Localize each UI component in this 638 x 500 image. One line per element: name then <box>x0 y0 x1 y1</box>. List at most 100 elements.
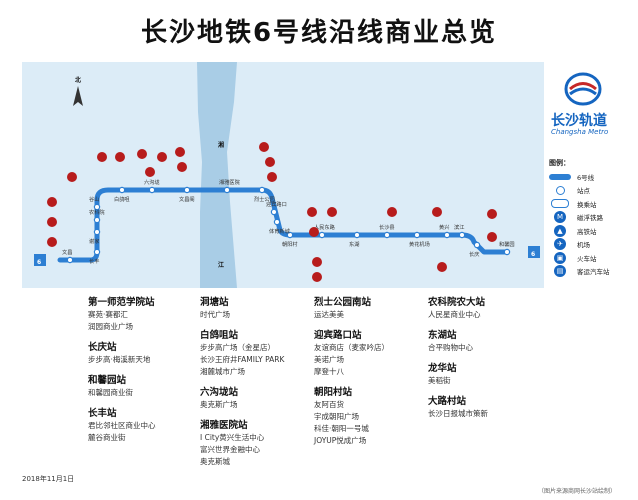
station-name: 长庆站 <box>88 342 117 353</box>
poi-marker <box>432 207 442 217</box>
poi-marker <box>157 152 167 162</box>
station-block: 龙华站美稻街 <box>428 360 488 387</box>
station-marker <box>93 203 101 211</box>
mall-name: 君比邻社区商业中心 <box>88 421 156 430</box>
mall-name: 友阿百货 <box>314 400 344 409</box>
station-markers: 文昌谢家谷山白鸽咀六沟垅文昌阁湘雅医院烈士公园迎宾路口朝阳村人民东路东湖长沙县黄… <box>62 178 515 265</box>
poi-marker <box>487 209 497 219</box>
station-label: 和馨园 <box>499 240 515 248</box>
station-name: 龙华站 <box>428 363 457 374</box>
poi-marker <box>327 207 337 217</box>
legend-label: 磁浮铁路 <box>577 214 603 223</box>
poi-marker <box>115 152 125 162</box>
station-name: 六沟垅站 <box>200 387 239 398</box>
poi-marker <box>437 262 447 272</box>
mall-name: 友谊商店（麦家吟店） <box>314 343 389 352</box>
image-credit: （图片来源商网长沙站绘制） <box>538 488 617 495</box>
mall-name: 长沙王府井FAMILY PARK <box>200 355 285 364</box>
poi-marker <box>67 172 77 182</box>
station-label: 体育新城 <box>269 227 291 235</box>
poi-marker <box>145 167 155 177</box>
station-marker <box>118 186 126 194</box>
station-name: 大路村站 <box>428 396 467 407</box>
poi-marker <box>307 207 317 217</box>
line-badge-east <box>528 246 540 258</box>
line-6-icon <box>549 172 571 182</box>
line-badge-east-label: 6 <box>531 251 535 258</box>
poi-marker <box>312 272 322 282</box>
station-name: 和馨园站 <box>88 375 127 386</box>
mall-name: 美诺广场 <box>314 355 344 364</box>
station-marker <box>383 231 391 239</box>
poi-markers <box>47 142 497 282</box>
mall-name: 摩登十八 <box>314 367 344 376</box>
station-column: 农科院农大站人民星商业中心东湖站合平购物中心龙华站美稻街大路村站长沙日报城市策新 <box>428 294 488 426</box>
north-arrow-icon: 北 <box>73 76 83 106</box>
mall-name: 时代广场 <box>200 310 230 319</box>
mall-name: 奥克斯广场 <box>200 400 238 409</box>
station-name: 朝阳村站 <box>314 387 353 398</box>
footer-date: 2018年11月1日 <box>22 475 75 483</box>
poi-marker <box>259 142 269 152</box>
station-label: 文昌 <box>62 248 72 256</box>
mall-name: 合平购物中心 <box>428 343 473 352</box>
station-name: 湘雅医院站 <box>200 420 248 431</box>
mall-name: 赛苑·赛都汇 <box>88 310 128 319</box>
legend-label: 换乘站 <box>577 200 597 209</box>
legend-label: 高铁站 <box>577 227 597 236</box>
legend-item: ▲ 高铁站 <box>549 224 635 238</box>
river-label-1: 湘 <box>218 141 224 149</box>
poi-marker <box>47 237 57 247</box>
station-block: 烈士公园南站运达美美 <box>314 294 389 321</box>
station-label: 烈士公园 <box>254 195 275 203</box>
poi-marker <box>267 172 277 182</box>
station-label: 朝阳村 <box>282 240 298 248</box>
station-marker <box>503 248 511 256</box>
station-block: 长庆站步步高·梅溪新天地 <box>88 339 156 366</box>
station-marker <box>258 186 266 194</box>
airport-icon: ✈ <box>549 238 571 251</box>
station-block: 东湖站合平购物中心 <box>428 327 488 354</box>
mall-name: 步步高广场（金星店） <box>200 343 275 352</box>
poi-marker <box>177 162 187 172</box>
mall-name: 长沙日报城市策新 <box>428 409 488 418</box>
station-marker <box>353 231 361 239</box>
metro-map: 湘 江 北 6 6 文昌谢家谷山白鸽咀六沟垅文昌阁湘雅医院烈士公园迎宾路口朝阳村… <box>22 62 544 288</box>
legend-item: M 磁浮铁路 <box>549 211 635 225</box>
station-name: 第一师范学院站 <box>88 297 155 308</box>
legend-label: 客运汽车站 <box>577 268 610 277</box>
station-marker <box>413 231 421 239</box>
line-badge-west-label: 6 <box>37 259 41 266</box>
station-label: 农科院 <box>89 208 105 216</box>
station-marker <box>223 186 231 194</box>
mall-name: 润园商业广场 <box>88 322 133 331</box>
poi-marker <box>97 152 107 162</box>
station-name: 东湖站 <box>428 330 457 341</box>
station-marker <box>286 231 294 239</box>
mall-name: 和馨园商业街 <box>88 388 133 397</box>
line-badge-west <box>34 254 46 266</box>
station-marker <box>93 248 101 256</box>
mall-name: 宇成朝阳广场 <box>314 412 359 421</box>
legend-item: 站点 <box>549 184 635 198</box>
station-label: 谢家 <box>89 237 99 245</box>
mall-name: 运达美美 <box>314 310 344 319</box>
mall-name: JOYUP悦成广场 <box>314 436 367 445</box>
station-block: 长丰站君比邻社区商业中心麓谷商业街 <box>88 405 156 444</box>
poi-marker <box>137 149 147 159</box>
legend-item: 换乘站 <box>549 197 635 211</box>
mall-name: 美稻街 <box>428 376 451 385</box>
station-marker <box>93 216 101 224</box>
map-canvas: 湘 江 北 6 6 文昌谢家谷山白鸽咀六沟垅文昌阁湘雅医院烈士公园迎宾路口朝阳村… <box>34 62 540 288</box>
station-column: 第一师范学院站赛苑·赛都汇润园商业广场长庆站步步高·梅溪新天地和馨园站和馨园商业… <box>88 294 156 450</box>
station-label: 黄花机场 <box>409 240 430 248</box>
legend: 图例： 6号线 站点 换乘站 M 磁浮铁路 ▲ 高铁站 ✈ 机场 ▣ 火车站 ▤… <box>549 158 635 278</box>
poi-marker <box>309 227 319 237</box>
station-block: 农科院农大站人民星商业中心 <box>428 294 488 321</box>
river-label-2: 江 <box>218 261 224 269</box>
legend-item: 6号线 <box>549 170 635 184</box>
